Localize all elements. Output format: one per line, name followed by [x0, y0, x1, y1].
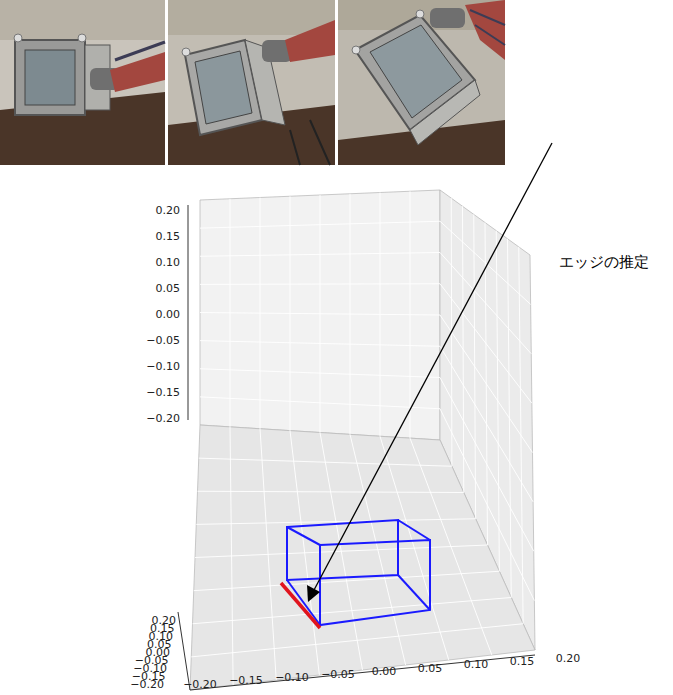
grid-line	[350, 194, 351, 435]
grid-line	[440, 378, 534, 552]
cube-wireframe-part	[320, 540, 430, 625]
grid-lines	[191, 191, 534, 685]
tick-label: −0.10	[275, 672, 309, 683]
photo-panel-part	[285, 20, 335, 62]
tick-label: −0.20	[146, 413, 180, 424]
tick-label: 0.10	[156, 257, 181, 268]
photo-panel-part	[78, 34, 86, 42]
cube-wireframe-part	[398, 520, 430, 540]
tick-label: −0.05	[321, 669, 355, 680]
tick-label: 0.20	[156, 205, 181, 216]
photo-panel-part	[14, 34, 22, 42]
grid-line	[410, 191, 411, 438]
tick-label: −0.15	[146, 387, 180, 398]
grid-line	[380, 436, 449, 660]
photo-panel-part	[15, 40, 85, 115]
photo-panel-part	[352, 46, 360, 54]
axis-line-part	[190, 655, 535, 690]
photo-panel-part	[168, 0, 335, 165]
tick-label: 0.00	[372, 666, 397, 677]
grid-line	[508, 239, 512, 598]
tick-label: −0.20	[183, 679, 217, 690]
grid-line	[496, 231, 499, 572]
photo-panel	[338, 0, 505, 165]
grid-line	[200, 397, 440, 409]
tick-label: 0.10	[464, 659, 489, 670]
annotation-text: エッジの推定	[557, 254, 651, 271]
photo-panel-part	[470, 10, 505, 45]
photo-panel-part	[168, 0, 335, 35]
pointer-arrow-part	[314, 143, 552, 590]
tick-label: 0.00	[156, 309, 181, 320]
grid-line	[191, 624, 523, 657]
estimated-edge	[281, 583, 320, 628]
cube-wireframe-part	[398, 575, 430, 610]
pointer-arrow	[307, 143, 552, 602]
axis-pane-part	[190, 425, 535, 690]
grid-line	[200, 341, 440, 347]
photo-panel	[0, 0, 165, 165]
tick-label: 0.15	[510, 656, 535, 667]
photo-panel-part	[465, 0, 505, 60]
photo-panel-part	[182, 48, 190, 56]
grid-line	[440, 315, 533, 453]
grid-line	[195, 545, 488, 558]
tick-label: 0.15	[156, 231, 181, 242]
grid-line	[410, 438, 492, 655]
pointer-arrow-part	[307, 585, 320, 602]
axis-pane-part	[200, 190, 440, 440]
grid-line	[200, 313, 440, 316]
cube-wireframe-part	[287, 527, 320, 545]
photo-panel-part	[0, 0, 165, 165]
grid-line	[380, 193, 381, 437]
tick-label: −0.15	[229, 675, 263, 686]
tick-label: 0.05	[156, 283, 181, 294]
photo-panel-part	[338, 0, 505, 165]
grid-line	[200, 369, 440, 378]
tick-label: −0.10	[146, 361, 180, 372]
axis-pane	[190, 190, 535, 690]
grid-line	[440, 346, 533, 502]
tick-label: −0.05	[146, 335, 180, 346]
tick-label: 0.20	[556, 653, 581, 664]
cube-wireframe-part	[287, 520, 398, 580]
photo-panel-part	[115, 42, 165, 60]
photo-panel-part	[430, 8, 465, 28]
photo-panel-part	[25, 50, 75, 105]
photo-panel-part	[416, 10, 424, 18]
axis-line-part	[188, 205, 189, 420]
photo-panel-part	[290, 120, 330, 165]
cube-wireframe	[287, 520, 430, 625]
grid-line	[519, 247, 523, 624]
photo-panel-part	[195, 51, 252, 124]
grid-line	[194, 571, 500, 590]
photo-panel-part	[410, 80, 480, 145]
photo-panel	[168, 0, 335, 165]
tick-label: −0.20	[130, 679, 164, 690]
axis-line	[178, 205, 535, 690]
tick-label: 0.05	[418, 663, 443, 674]
